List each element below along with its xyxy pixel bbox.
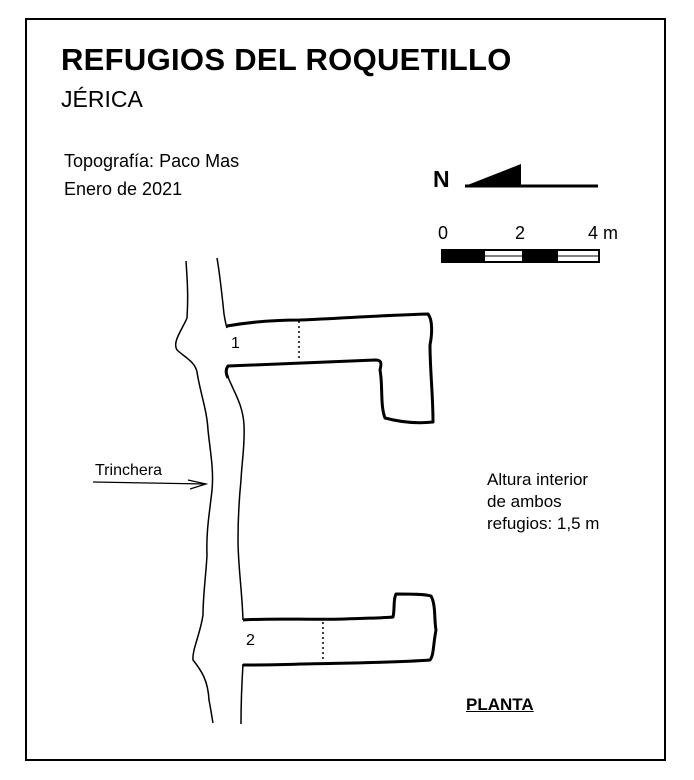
shelter-1-outline (224, 312, 435, 425)
trench-leader-arrow (92, 479, 209, 490)
plan-view-label: PLANTA (466, 695, 534, 714)
scale-label-0: 0 (438, 223, 449, 243)
north-arrow-icon (465, 164, 598, 188)
map-title: REFUGIOS DEL ROQUETILLO (61, 42, 512, 77)
map-frame (25, 18, 666, 761)
scale-bar (441, 249, 600, 263)
north-label: N (433, 166, 450, 192)
survey-date: Enero de 2021 (64, 179, 183, 199)
trench-right-wall-bottom (240, 663, 244, 725)
map-subtitle: JÉRICA (61, 86, 143, 112)
trench-right-wall-middle (227, 376, 245, 621)
shelter-2-outline (242, 592, 438, 667)
height-note-line-1: Altura interior (487, 470, 589, 489)
shelter-2-number: 2 (246, 632, 255, 649)
height-note-line-2: de ambos (487, 492, 562, 511)
trench-left-wall (175, 260, 214, 724)
topography-credit: Topografía: Paco Mas (64, 151, 240, 171)
shelter-1-number: 1 (231, 335, 240, 352)
trench-right-wall-top (216, 257, 228, 329)
scale-label-2: 2 (515, 223, 526, 243)
scale-label-4m: 4 m (588, 223, 619, 243)
height-note-line-3: refugios: 1,5 m (487, 514, 600, 533)
trench-label: Trinchera (95, 462, 162, 479)
